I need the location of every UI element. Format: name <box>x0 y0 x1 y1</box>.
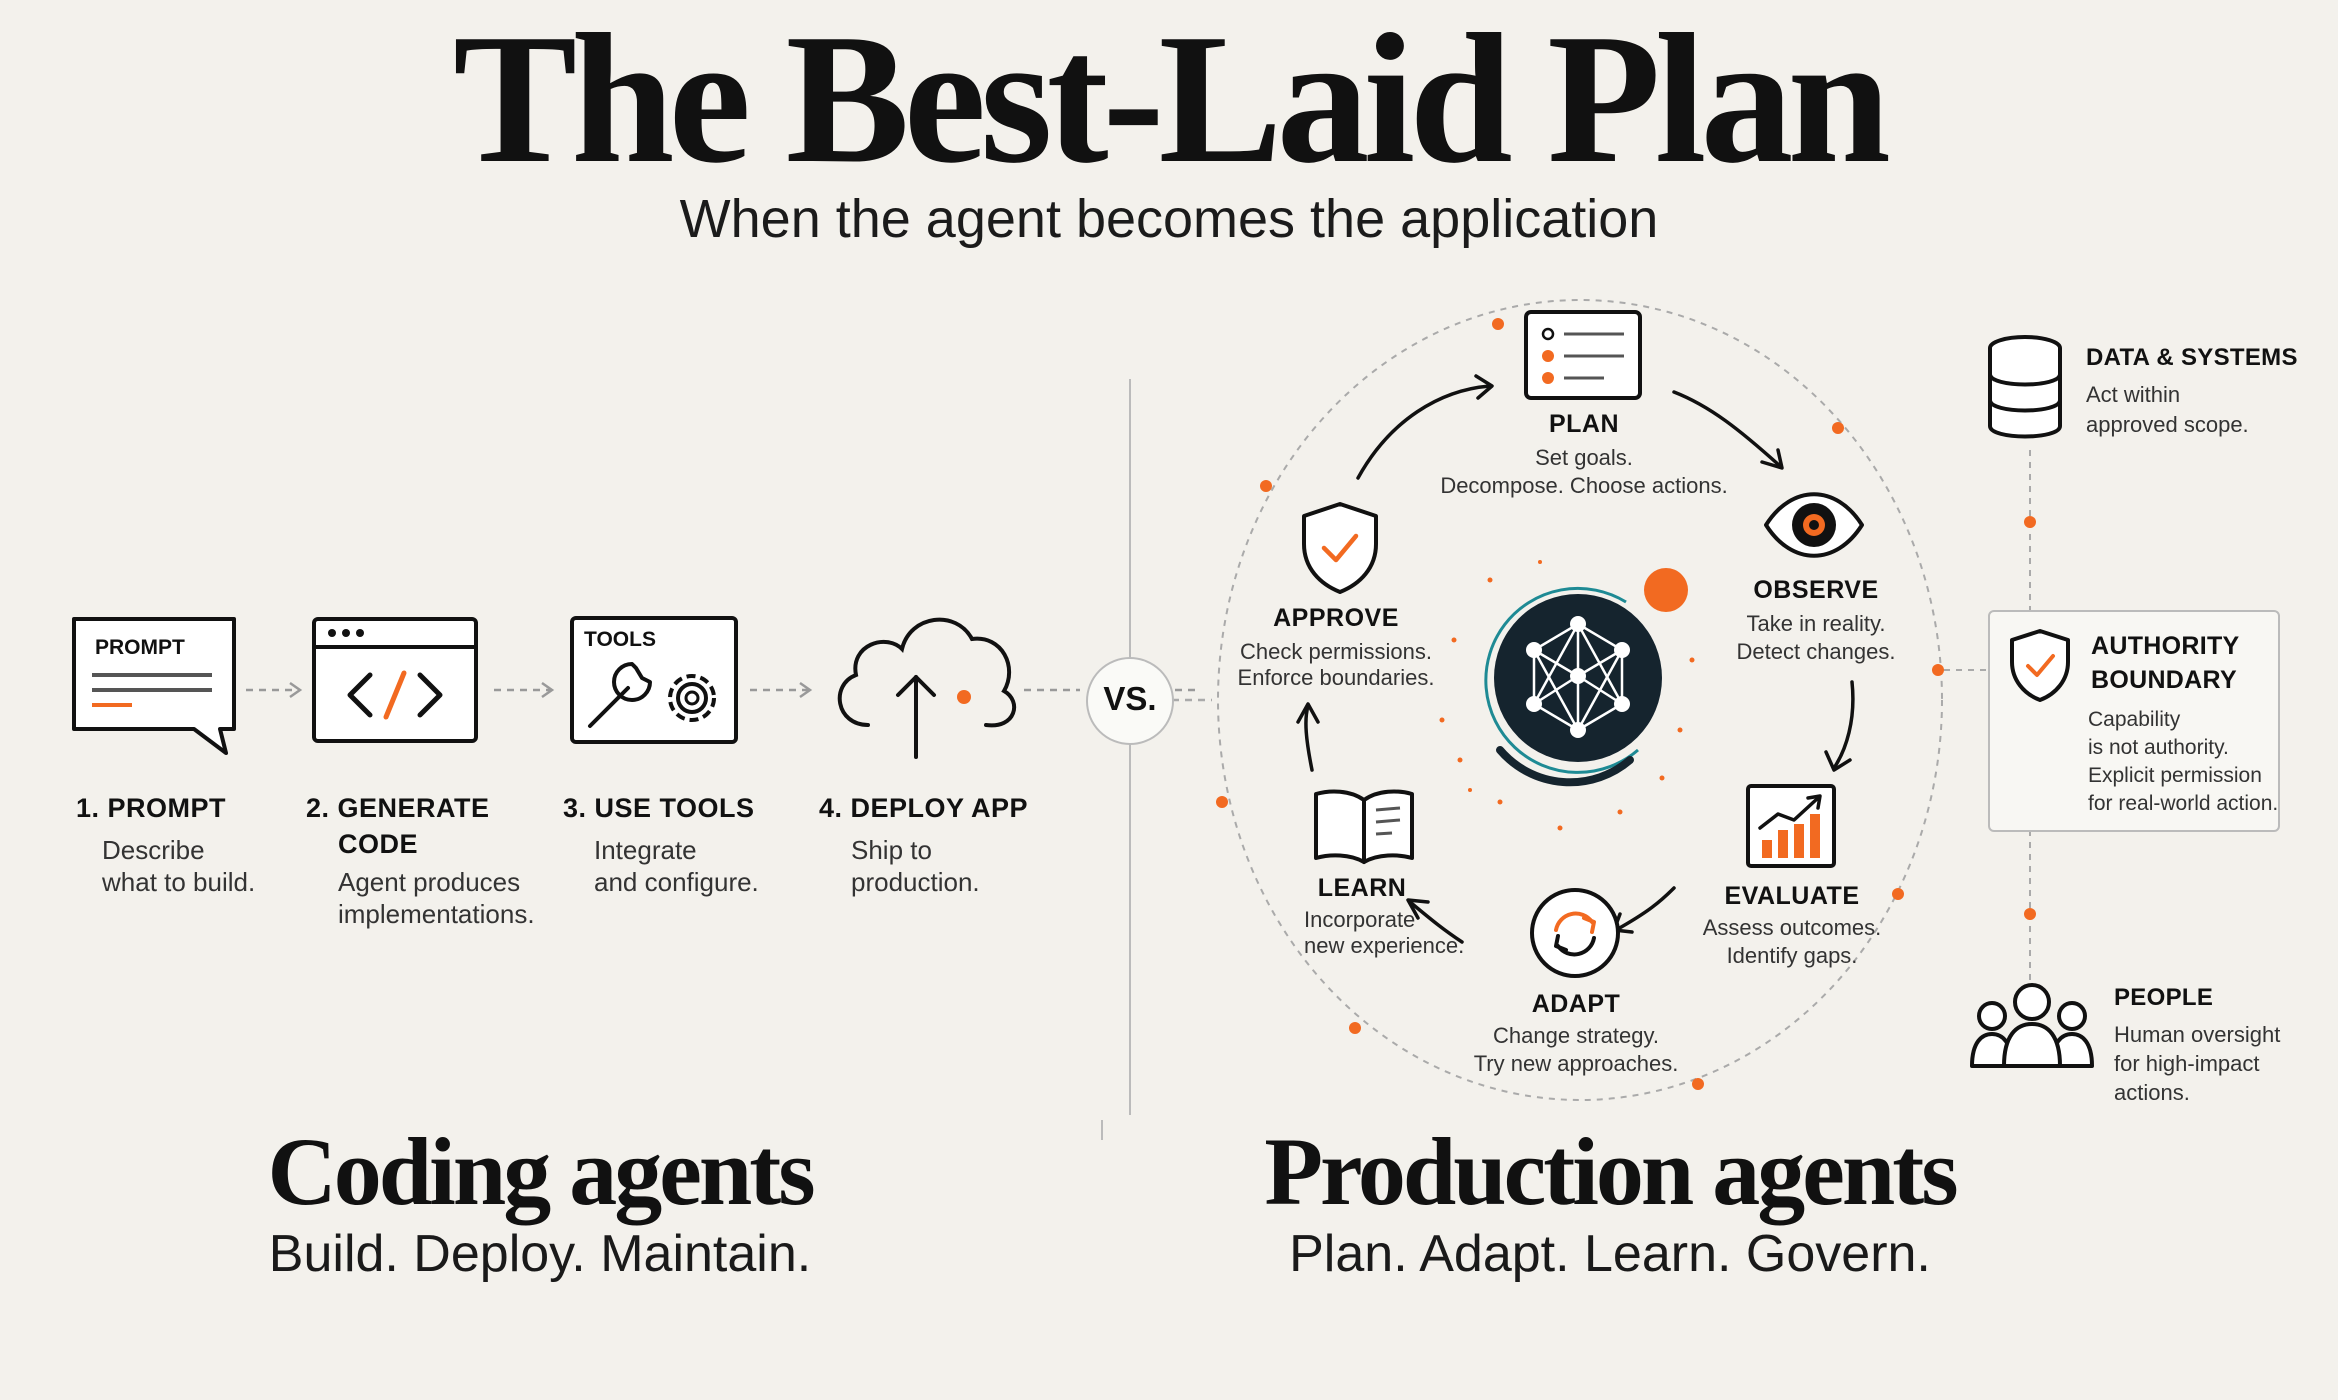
people-desc-line3: actions. <box>2114 1080 2190 1105</box>
approve-desc-line2: Enforce boundaries. <box>1237 665 1435 690</box>
authority-title-line2: BOUNDARY <box>2091 666 2237 694</box>
production-agents-heading: Production agents <box>1264 1118 1958 1225</box>
step-1-desc-line1: Describe <box>102 835 205 865</box>
step-3-desc-line2: and configure. <box>594 867 759 897</box>
step-2-title-line1: 2. GENERATE <box>306 793 490 823</box>
refresh-icon <box>1530 888 1620 978</box>
learn-title: LEARN <box>1317 874 1407 902</box>
chat-bubble-icon <box>72 617 236 755</box>
tools-icon <box>570 616 738 744</box>
tools-icon-label: TOOLS <box>584 628 656 651</box>
step-3-desc-line1: Integrate <box>594 835 697 865</box>
plan-title: PLAN <box>1548 410 1620 438</box>
data-systems-title: DATA & SYSTEMS <box>2086 344 2298 371</box>
step-4-desc-line1: Ship to <box>851 835 932 865</box>
network-core-icon <box>1439 560 1695 831</box>
approve-title: APPROVE <box>1273 604 1399 632</box>
shield-check-icon <box>2010 629 2070 702</box>
adapt-desc-line2: Try new approaches. <box>1473 1051 1679 1076</box>
section-divider <box>1101 379 1212 1140</box>
step-4-desc-line2: production. <box>851 867 980 897</box>
learn-desc-line1: Incorporate <box>1304 907 1416 932</box>
people-desc-line1: Human oversight <box>2114 1022 2281 1047</box>
cloud-upload-icon <box>837 617 1016 759</box>
observe-title: OBSERVE <box>1753 576 1879 604</box>
learn-desc-line2: new experience. <box>1304 933 1465 958</box>
adapt-title: ADAPT <box>1531 990 1621 1018</box>
people-desc-line2: for high-impact <box>2114 1051 2260 1076</box>
database-icon <box>1988 335 2062 439</box>
production-agents-tagline: Plan. Adapt. Learn. Govern. <box>1289 1225 1931 1283</box>
page-subtitle: When the agent becomes the application <box>679 189 1659 249</box>
evaluate-title: EVALUATE <box>1724 882 1860 910</box>
plan-desc-line1: Set goals. <box>1535 445 1633 470</box>
authority-desc-line1: Capability <box>2088 708 2181 731</box>
people-icon <box>1970 983 2094 1068</box>
vs-label: VS. <box>1103 680 1157 717</box>
flow-arrows <box>246 681 1200 699</box>
agent-cycle-diagram <box>1216 299 1986 1101</box>
coding-agents-tagline: Build. Deploy. Maintain. <box>268 1225 812 1283</box>
step-1-desc-line2: what to build. <box>102 867 256 897</box>
step-4-title: 4. DEPLOY APP <box>819 793 1029 823</box>
observe-desc-line2: Detect changes. <box>1736 639 1896 664</box>
step-3-title: 3. USE TOOLS <box>563 793 755 823</box>
shield-check-icon <box>1302 502 1378 594</box>
prompt-icon-label: PROMPT <box>95 636 185 659</box>
people-title: PEOPLE <box>2114 984 2214 1011</box>
evaluate-desc-line2: Identify gaps. <box>1726 943 1858 968</box>
plan-desc-line2: Decompose. Choose actions. <box>1440 473 1728 498</box>
observe-desc-line1: Take in reality. <box>1746 611 1886 636</box>
book-icon <box>1314 789 1414 864</box>
step-2-desc-line1: Agent produces <box>338 867 521 897</box>
adapt-desc-line1: Change strategy. <box>1493 1023 1659 1048</box>
authority-title-line1: AUTHORITY <box>2091 632 2240 660</box>
evaluate-desc-line1: Assess outcomes. <box>1702 915 1882 940</box>
eye-icon <box>1764 492 1864 558</box>
coding-agents-heading: Coding agents <box>267 1118 815 1225</box>
vs-badge <box>1086 657 1174 745</box>
chart-icon <box>1746 784 1836 868</box>
data-systems-desc-line2: approved scope. <box>2086 412 2249 437</box>
approve-desc-line1: Check permissions. <box>1240 639 1432 664</box>
step-2-title-line2: CODE <box>338 829 419 859</box>
data-systems-desc-line1: Act within <box>2086 382 2181 407</box>
governance-connector <box>2024 450 2036 985</box>
checklist-icon <box>1524 310 1642 400</box>
authority-desc-line2: is not authority. <box>2088 736 2229 759</box>
authority-desc-line4: for real-world action. <box>2088 792 2279 815</box>
step-2-desc-line2: implementations. <box>338 899 535 929</box>
step-1-title: 1. PROMPT <box>76 793 227 823</box>
authority-desc-line3: Explicit permission <box>2088 764 2262 787</box>
page-title: The Best-Laid Plan <box>453 0 1891 202</box>
code-window-icon <box>312 617 478 743</box>
